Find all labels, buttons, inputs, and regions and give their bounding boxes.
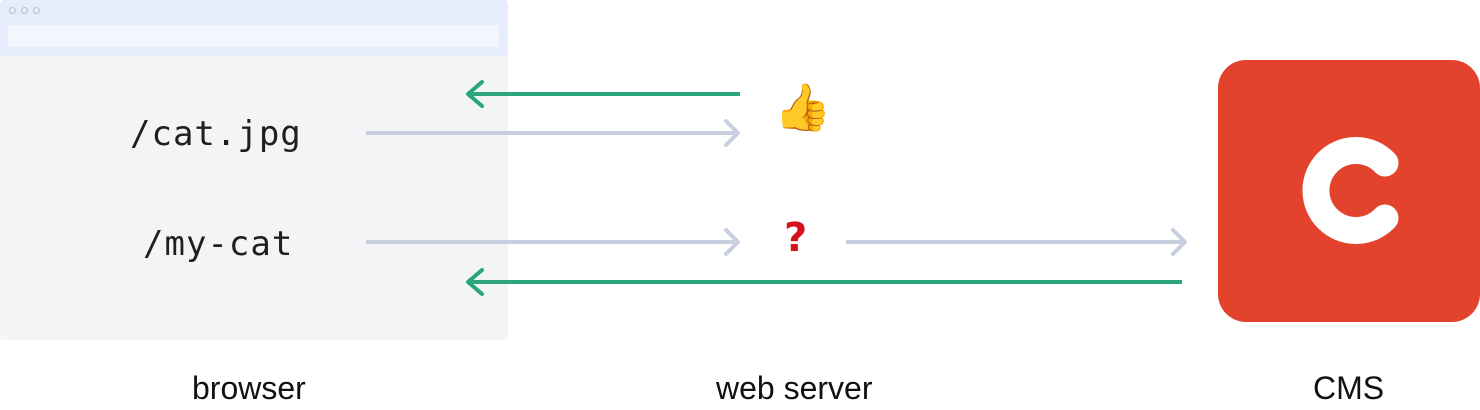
window-control-dot-icon	[33, 7, 40, 14]
cms-letter-c-icon	[1302, 137, 1399, 244]
browser-titlebar	[0, 0, 508, 56]
cms-label: CMS	[1313, 370, 1385, 406]
dynamic-request-arrow	[366, 228, 740, 256]
static-request-arrow	[366, 119, 740, 147]
forward-to-cms-arrow	[846, 228, 1187, 256]
cms-logo	[1218, 60, 1480, 322]
dynamic-request-path: /my-cat	[143, 224, 294, 264]
static-response-arrow	[466, 80, 740, 108]
browser-label: browser	[192, 370, 306, 406]
cms-response-arrow	[466, 268, 1182, 296]
web-server-label: web server	[716, 370, 873, 406]
browser-window	[0, 0, 508, 340]
question-mark-icon: ?	[784, 215, 808, 261]
static-request-path: /cat.jpg	[130, 114, 302, 154]
window-control-dot-icon	[9, 7, 16, 14]
address-bar	[8, 25, 499, 47]
thumbs-up-icon: 👍	[774, 81, 832, 133]
window-control-dot-icon	[21, 7, 28, 14]
